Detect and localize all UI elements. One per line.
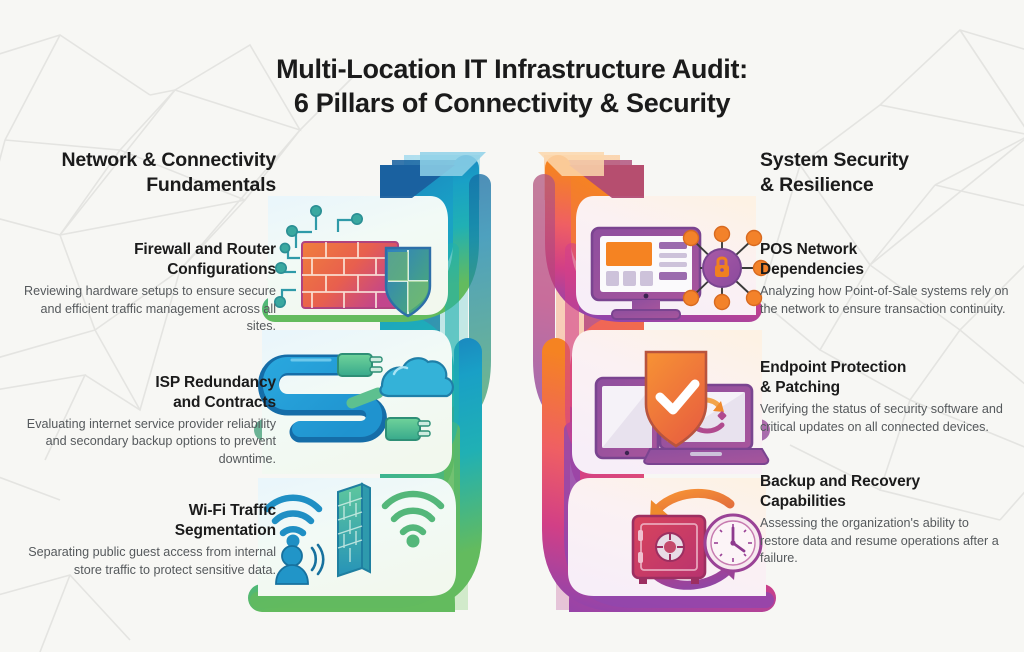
right-item-pos-network[interactable]: POS Network Dependencies Analyzing how P… — [760, 240, 1010, 318]
left-item-3-description: Separating public guest access from inte… — [28, 545, 276, 577]
firewall-shield-icon — [273, 205, 432, 318]
left-item-wifi-segmentation[interactable]: Wi-Fi Traffic Segmentation Separating pu… — [14, 501, 276, 579]
left-heading-line-1: Network & Connectivity — [61, 149, 277, 171]
left-column-heading: Network & Connectivity Fundamentals — [14, 148, 277, 198]
left-column: Network & Connectivity Fundamentals Fire… — [14, 148, 276, 579]
right-heading-line-1: System Security — [760, 149, 909, 171]
right-item-1-title-line-1: POS Network — [760, 241, 858, 258]
right-heading-line-2: & Resilience — [760, 174, 874, 196]
right-item-2-description: Verifying the status of security softwar… — [760, 402, 1003, 434]
right-item-3-description: Assessing the organization's ability to … — [760, 516, 999, 565]
left-item-isp-redundancy[interactable]: ISP Redundancy and Contracts Evaluating … — [14, 373, 276, 469]
left-item-1-title-line-2: Configurations — [167, 261, 276, 278]
network-cable-cloud-icon — [258, 353, 454, 443]
right-item-endpoint-protection[interactable]: Endpoint Protection & Patching Verifying… — [760, 358, 1010, 436]
backup-safe-clock-icon — [631, 488, 763, 590]
left-item-2-title: ISP Redundancy and Contracts — [14, 373, 276, 413]
right-item-2-title-line-2: & Patching — [760, 379, 840, 396]
wifi-segmentation-icon — [263, 482, 445, 585]
right-column: System Security & Resilience POS Network… — [760, 148, 1010, 568]
left-heading-line-2: Fundamentals — [146, 174, 276, 196]
left-item-firewall-router[interactable]: Firewall and Router Configurations Revie… — [14, 240, 276, 336]
right-item-3-title-line-2: Capabilities — [760, 493, 846, 510]
title-line-2: 6 Pillars of Connectivity & Security — [293, 88, 731, 118]
right-item-3-title: Backup and Recovery Capabilities — [760, 472, 1010, 512]
pos-network-lock-icon — [590, 225, 770, 320]
left-item-1-title-line-1: Firewall and Router — [134, 241, 276, 258]
connectivity-pillar — [248, 152, 491, 612]
right-item-backup-recovery[interactable]: Backup and Recovery Capabilities Assessi… — [760, 472, 1010, 568]
right-column-heading: System Security & Resilience — [760, 148, 1010, 198]
right-item-3-title-line-1: Backup and Recovery — [760, 473, 921, 490]
right-item-1-title-line-2: Dependencies — [760, 261, 864, 278]
left-item-1-description: Reviewing hardware setups to ensure secu… — [23, 284, 276, 333]
right-item-1-title: POS Network Dependencies — [760, 240, 1010, 280]
left-item-1-title: Firewall and Router Configurations — [14, 240, 276, 280]
page-title: Multi-Location IT Infrastructure Audit: … — [0, 52, 1024, 120]
left-item-3-title-line-1: Wi-Fi Traffic — [188, 502, 276, 519]
right-item-2-title-line-1: Endpoint Protection — [760, 359, 907, 376]
title-line-1: Multi-Location IT Infrastructure Audit: — [276, 54, 748, 84]
left-item-2-title-line-1: ISP Redundancy — [155, 373, 276, 391]
right-item-1-description: Analyzing how Point-of-Sale systems rely… — [760, 284, 1009, 316]
left-item-2-description: Evaluating internet service provider rel… — [26, 416, 276, 466]
left-item-3-title-line-2: Segmentation — [174, 522, 276, 539]
endpoint-shield-devices-icon — [594, 350, 770, 465]
left-item-3-title: Wi-Fi Traffic Segmentation — [14, 501, 276, 541]
left-item-2-title-line-2: and Contracts — [173, 393, 276, 411]
right-item-2-title: Endpoint Protection & Patching — [760, 358, 1010, 398]
security-pillar — [533, 152, 776, 612]
